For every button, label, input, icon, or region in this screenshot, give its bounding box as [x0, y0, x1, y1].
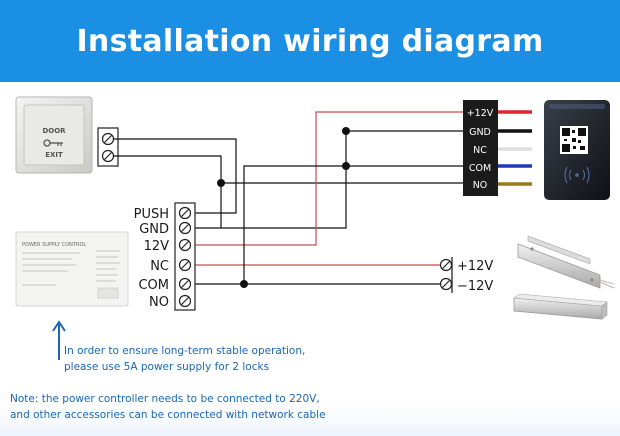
- wire-gnd: [183, 130, 470, 229]
- supply-note-line2: please use 5A power supply for 2 locks: [64, 361, 270, 373]
- lock-label-plus12v: +12V: [457, 259, 493, 274]
- power-terminal-labels: PUSH GND 12V NC COM NO: [134, 207, 169, 310]
- terminal-label-push: PUSH: [134, 207, 169, 222]
- title-banner: Installation wiring diagram: [0, 0, 620, 82]
- wire-12v: [183, 111, 470, 246]
- terminal-screw-icon: [178, 206, 192, 220]
- lock-terminal-block: [439, 257, 453, 293]
- page-title: Installation wiring diagram: [76, 23, 544, 59]
- reader-label-gnd: GND: [469, 127, 491, 138]
- terminal-screw-icon: [101, 132, 115, 146]
- terminal-screw-icon: [178, 221, 192, 235]
- card-reader: [544, 100, 610, 200]
- terminal-label-com: COM: [138, 278, 169, 293]
- terminal-label-gnd: GND: [139, 222, 169, 237]
- terminal-label-nc: NC: [150, 259, 169, 274]
- terminal-screw-icon: [178, 294, 192, 308]
- magnetic-lock: [513, 293, 608, 320]
- terminal-label-12v: 12V: [144, 239, 170, 254]
- terminal-screw-icon: [178, 238, 192, 252]
- exit-button-terminal-block: [97, 127, 119, 167]
- terminal-screw-icon: [178, 277, 192, 291]
- electric-bolt-lock: [517, 235, 615, 289]
- power-supply-controller: POWER SUPPLY CONTROL: [15, 231, 129, 307]
- wiring-diagram: DOOR EXIT: [15, 96, 615, 360]
- wire-exit-push: [113, 138, 237, 214]
- lock-terminal-labels: +12V −12V: [457, 259, 493, 294]
- reader-label-plus12v: +12V: [467, 108, 494, 119]
- wire-junctions: [217, 127, 350, 288]
- exit-button: DOOR EXIT: [15, 96, 93, 174]
- terminal-screw-icon: [439, 258, 453, 272]
- supply-note-line1: In order to ensure long-term stable oper…: [64, 345, 306, 357]
- power-supply-label: POWER SUPPLY CONTROL: [22, 242, 86, 248]
- exit-button-text-bottom: EXIT: [45, 151, 63, 159]
- wire-exit-gnd: [113, 155, 222, 228]
- wires: [113, 111, 470, 285]
- reader-label-nc: NC: [473, 145, 487, 156]
- reader-terminal-block: +12V GND NC COM NO: [463, 100, 498, 196]
- reader-label-no: NO: [473, 180, 488, 191]
- terminal-screw-icon: [178, 258, 192, 272]
- reader-wire-leads: [498, 110, 532, 186]
- exit-button-text-top: DOOR: [42, 127, 66, 135]
- key-icon: [43, 139, 63, 147]
- reader-label-com: COM: [469, 163, 491, 174]
- contactless-icon: [564, 166, 590, 184]
- up-arrow-icon: [52, 320, 66, 360]
- footer-note-line1: Note: the power controller needs to be c…: [10, 393, 320, 405]
- qr-code-icon: [560, 126, 588, 154]
- terminal-screw-icon: [439, 277, 453, 291]
- power-terminal-block: [174, 202, 196, 311]
- wire-reader-com: [243, 165, 470, 284]
- terminal-label-no: NO: [149, 295, 169, 310]
- lock-label-minus12v: −12V: [457, 279, 493, 294]
- footer-gradient-band: [0, 405, 620, 436]
- terminal-screw-icon: [101, 149, 115, 163]
- footer-note-line2: and other accessories can be connected w…: [10, 409, 326, 421]
